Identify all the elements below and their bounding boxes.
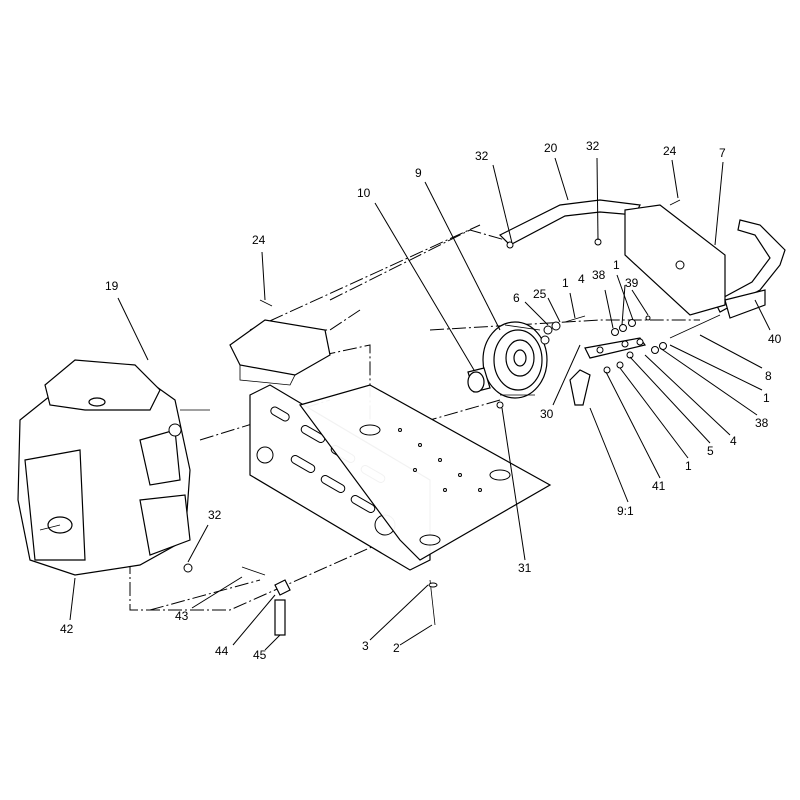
mounting-bracket <box>624 204 766 319</box>
callout-7-mounting-bracket: 7 <box>719 146 726 160</box>
clutch-pulley <box>482 321 548 399</box>
callout-42-engine: 42 <box>60 622 74 636</box>
callout-43: 43 <box>175 609 189 623</box>
callout-32-bumper-nut: 32 <box>475 149 489 163</box>
callout-3-washer: 3 <box>362 639 369 653</box>
callout-40-bumper-end: 40 <box>768 332 782 346</box>
callout-20-bumper-bar: 20 <box>544 141 558 155</box>
callout-4-right: 4 <box>730 434 737 448</box>
callout-1-lower: 1 <box>685 459 692 473</box>
callout-25-hardware: 25 <box>533 287 547 301</box>
callout-10-spacer: 10 <box>357 186 371 200</box>
callout-32-bracket-nut: 32 <box>586 139 600 153</box>
callout-44: 44 <box>215 644 229 658</box>
idler-arm <box>584 337 647 374</box>
callout-4-top: 4 <box>578 272 585 286</box>
callout-1-washer-top: 1 <box>562 276 569 290</box>
callout-9-1-belt: 9:1 <box>617 504 634 518</box>
engine-bracket <box>229 319 331 386</box>
belt <box>569 369 591 406</box>
callout-9-clutch: 9 <box>415 166 422 180</box>
callout-2-bolt: 2 <box>393 641 400 655</box>
callout-38-top: 38 <box>592 268 606 282</box>
callout-30: 30 <box>540 407 554 421</box>
callout-24-engine-bolt: 24 <box>252 233 266 247</box>
callout-labels: 32 20 32 24 7 10 9 24 19 6 25 1 4 38 1 3… <box>60 139 782 662</box>
callout-1-right: 1 <box>763 391 770 405</box>
callout-32-engine-nut: 32 <box>208 508 222 522</box>
callout-6-hardware: 6 <box>513 291 520 305</box>
callout-19-engine-part: 19 <box>105 279 119 293</box>
callout-39: 39 <box>625 276 639 290</box>
clutch-hardware <box>496 315 586 409</box>
leader-lines <box>69 157 771 651</box>
callout-5: 5 <box>707 444 714 458</box>
callout-41: 41 <box>652 479 666 493</box>
callout-8: 8 <box>765 369 772 383</box>
callout-31: 31 <box>518 561 532 575</box>
callout-24-bracket-bolt: 24 <box>663 144 677 158</box>
callout-38-right: 38 <box>755 416 769 430</box>
fuel-fitting <box>274 579 291 636</box>
base-plate <box>299 384 552 561</box>
callout-1-top-right: 1 <box>613 258 620 272</box>
callout-45: 45 <box>253 648 267 662</box>
spacer <box>467 367 491 393</box>
washer-stack <box>611 314 721 354</box>
engine <box>17 359 210 576</box>
